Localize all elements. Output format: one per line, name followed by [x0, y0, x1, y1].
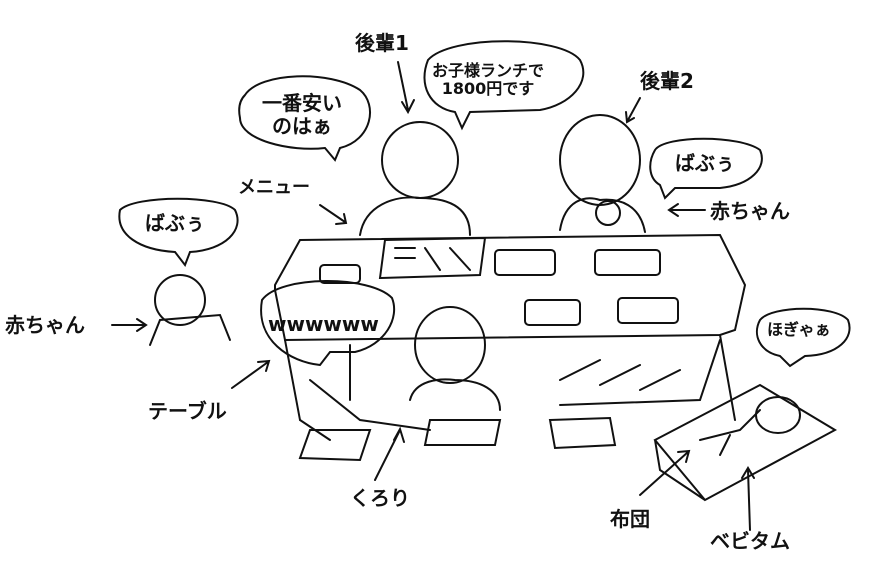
label-kurori: くろり: [350, 486, 410, 510]
bubble-text-laugh: wwwwww: [268, 312, 379, 336]
label-baby-right: 赤ちゃん: [710, 199, 790, 223]
label-futon: 布団: [610, 507, 650, 531]
label-menu: メニュー: [238, 177, 310, 198]
kohai2: [559, 114, 641, 206]
bubble-kids-lunch: [423, 40, 585, 131]
kids-lunch-line1: お子様ランチで: [432, 61, 545, 80]
label-baby-left: 赤ちゃん: [5, 313, 85, 337]
baby-left: [154, 274, 206, 326]
kids-lunch-line2: 1800円です: [441, 79, 535, 99]
kurori: [414, 306, 486, 384]
cheapest-line2: のはぁ: [272, 114, 332, 138]
bubble-laugh: [260, 280, 396, 367]
label-table: テーブル: [148, 399, 227, 423]
bubble-text-babu-left: ばぶぅ: [145, 211, 205, 235]
label-bebitamu: ベビタム: [710, 529, 790, 553]
bubble-babu-right: [649, 137, 763, 200]
bubble-babu-left: [118, 197, 239, 268]
label-kohai2: 後輩2: [640, 69, 694, 93]
bubble-text-babu-right: ばぶぅ: [675, 151, 735, 175]
kohai1: [381, 121, 459, 199]
cheapest-line1: 一番安い: [262, 91, 342, 115]
bubble-cheapest: [238, 75, 371, 162]
bubble-text-cheapest: 一番安い のはぁ: [262, 92, 342, 138]
label-kohai1: 後輩1: [355, 31, 409, 55]
bubble-text-kids-lunch: お子様ランチで 1800円です: [432, 61, 545, 99]
bubble-text-hogyaa: ほぎゃぁ: [767, 320, 831, 339]
bubble-hogyaa: [755, 307, 851, 368]
futon: [653, 383, 838, 502]
menu-card: [378, 236, 487, 280]
